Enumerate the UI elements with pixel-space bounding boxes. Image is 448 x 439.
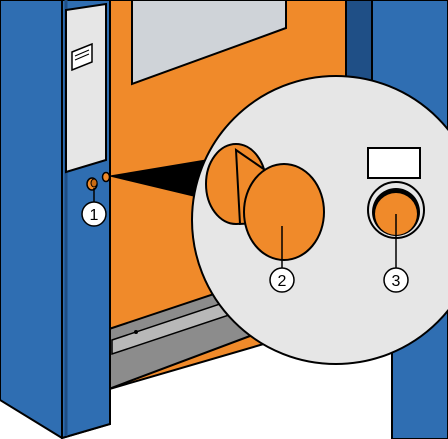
callout-1: 1: [81, 201, 107, 227]
panel-label-icon: [71, 42, 93, 72]
button-3-small: [101, 171, 111, 183]
callout-3: 3: [383, 267, 409, 293]
callout-3-label: 3: [392, 273, 401, 290]
illuminated-button-icon: [367, 147, 425, 239]
callout-2: 2: [269, 267, 295, 293]
seal-screw: [134, 330, 138, 334]
label-panel: [65, 2, 107, 174]
callout-1-label: 1: [90, 207, 99, 224]
mushroom-button-icon: [205, 143, 325, 261]
door-window: [131, 0, 287, 86]
button-1: [86, 177, 98, 191]
callout-2-label: 2: [278, 273, 287, 290]
